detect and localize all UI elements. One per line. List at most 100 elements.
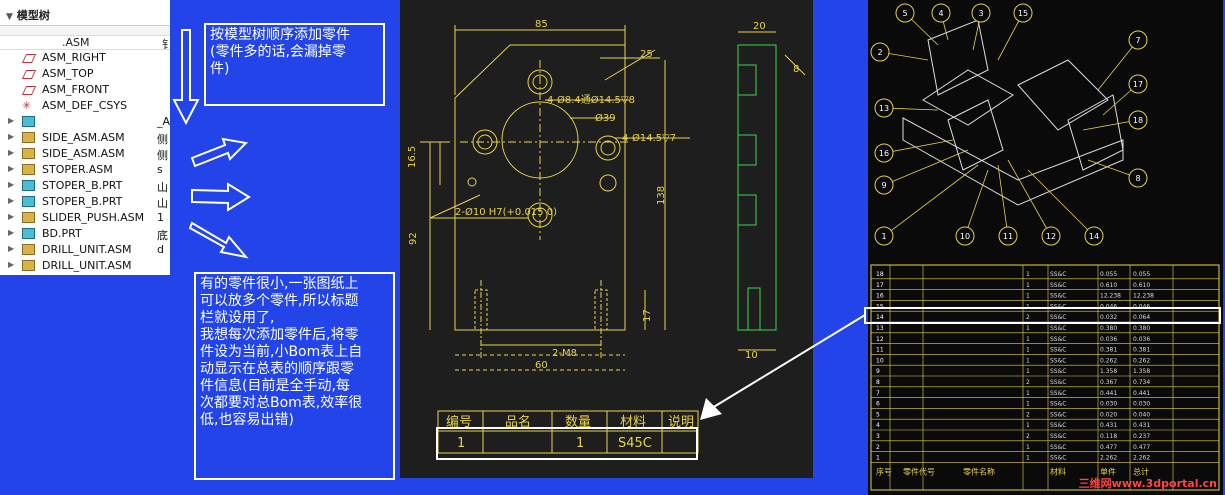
tree-item-label: SIDE_ASM.ASM [42, 131, 125, 144]
bom-cell: SS&C [1050, 379, 1067, 386]
dim-10: 10 [745, 350, 758, 361]
tree-item[interactable]: ▶ DRILL_UNIT.ASM [0, 258, 170, 274]
expand-arrow-icon[interactable]: ▶ [8, 196, 15, 205]
tree-item-label: ASM_DEF_CSYS [42, 99, 128, 112]
expand-arrow-icon[interactable]: ▶ [8, 116, 15, 125]
bom-cell: 0.477 [1133, 444, 1150, 451]
tree-item[interactable]: ASM_RIGHT [0, 50, 170, 66]
bom-cell: 0.441 [1100, 390, 1117, 397]
note-line: 有的零件很小,一张图纸上 [200, 276, 359, 292]
expand-arrow-icon[interactable]: ▶ [8, 148, 15, 157]
bom-cell: 0.030 [1100, 401, 1117, 408]
balloon-circle [931, 3, 951, 23]
balloon-label: 14 [1089, 232, 1099, 241]
balloon-circle [874, 143, 894, 163]
collapse-triangle-icon[interactable]: ▼ [6, 12, 13, 22]
bom-cell: 0.734 [1133, 379, 1150, 386]
bom-cell: SS&C [1050, 390, 1067, 397]
dim-138: 138 [656, 186, 667, 205]
bom-cell: 1 [1026, 444, 1030, 451]
balloon-label: 3 [978, 9, 983, 18]
balloon-leader [883, 139, 954, 154]
tree-item-trail: 侧 [157, 149, 168, 162]
bom-header-no: 编号 [446, 415, 472, 430]
balloon-circle [1128, 110, 1148, 130]
bom-cell: SS&C [1050, 314, 1067, 321]
bom-header-qty: 数量 [565, 415, 591, 430]
balloon-leader [964, 169, 989, 237]
note-line: 件) [210, 61, 230, 77]
tree-item[interactable]: ASM_TOP [0, 66, 170, 82]
bom-cell: 0.610 [1133, 282, 1150, 289]
note-line: 件设为当前,小Bom表上自 [200, 344, 363, 360]
bom-cell: 1 [1026, 401, 1030, 408]
bom-cell: 18 [876, 271, 884, 278]
bom-cell: 0.610 [1100, 282, 1117, 289]
note-line: 可以放多个零件,所以标题 [200, 293, 359, 309]
bom-cell: 1 [1026, 357, 1030, 364]
bom-row-highlight [864, 307, 1221, 324]
tree-item-label: STOPER_B.PRT [42, 195, 123, 208]
bom-cell: 2 [1026, 314, 1030, 321]
bom-cell: 0.064 [1133, 314, 1150, 321]
bom-cell: 0.036 [1100, 336, 1117, 343]
expand-arrow-icon[interactable]: ▶ [8, 180, 15, 189]
bom-cell: SS&C [1050, 422, 1067, 429]
expand-arrow-icon[interactable]: ▶ [8, 164, 15, 173]
bom-cell: SS&C [1050, 282, 1067, 289]
bom-cell: 零件代号 [903, 466, 935, 476]
bom-cell: 0.032 [1100, 314, 1117, 321]
balloon-circle [1013, 3, 1033, 23]
expand-arrow-icon[interactable]: ▶ [8, 132, 15, 141]
expand-arrow-icon[interactable]: ▶ [8, 212, 15, 221]
tree-item-label: ASM_RIGHT [42, 51, 106, 64]
balloon-leader [997, 164, 1009, 237]
tree-item[interactable]: ▶ _A.F [0, 114, 170, 130]
note-line: 按模型树顺序添加零件 [210, 27, 350, 43]
bom-cell: 0.055 [1133, 271, 1150, 278]
balloon-leader [1027, 169, 1095, 237]
balloon-circle [971, 3, 991, 23]
balloon-label: 1 [881, 232, 886, 241]
balloon-label: 10 [960, 232, 970, 241]
expand-arrow-icon[interactable]: ▶ [8, 260, 15, 269]
balloon-label: 13 [879, 104, 889, 113]
bom-cell: 11 [876, 347, 884, 354]
tree-header-col2: 钅 [162, 38, 170, 51]
right-arrow-icon-1 [190, 137, 249, 168]
balloon-leader [1007, 159, 1052, 237]
part-icon [22, 196, 35, 207]
bom-cell: SS&C [1050, 368, 1067, 375]
bom-cell: SS&C [1050, 357, 1067, 364]
model-tree-title-bar[interactable]: ▼模型树 [0, 0, 170, 26]
balloon-label: 12 [1046, 232, 1056, 241]
dim-m8: 2-M8 [552, 348, 577, 359]
bom-cell: 0.036 [1133, 336, 1150, 343]
bom-cell: 0.237 [1133, 433, 1150, 440]
bom-cell: 0.118 [1100, 433, 1117, 440]
bom-cell: 0.381 [1100, 347, 1117, 354]
balloon-label: 9 [881, 181, 886, 190]
expand-arrow-icon[interactable]: ▶ [8, 244, 15, 253]
bom-cell: 1 [1026, 390, 1030, 397]
tree-item[interactable]: ASM_FRONT [0, 82, 170, 98]
cad-drawing-view[interactable]: 85 25 20 8 4-Ø8.4通Ø14.5▽8 Ø39 4-Ø14.5▽7 … [400, 0, 813, 478]
bom-cell: 17 [876, 282, 884, 289]
tree-item-trail: _A.F [157, 115, 170, 128]
expand-arrow-icon[interactable]: ▶ [8, 228, 15, 237]
tree-item-label: DRILL_UNIT.ASM [42, 259, 132, 272]
tree-item[interactable]: ✳ASM_DEF_CSYS [0, 98, 170, 114]
note-line: 动显示在总表的顺序跟零 [200, 361, 354, 377]
bom-header-material: 材料 [620, 415, 646, 430]
bom-cell: 0.046 [1100, 303, 1117, 310]
